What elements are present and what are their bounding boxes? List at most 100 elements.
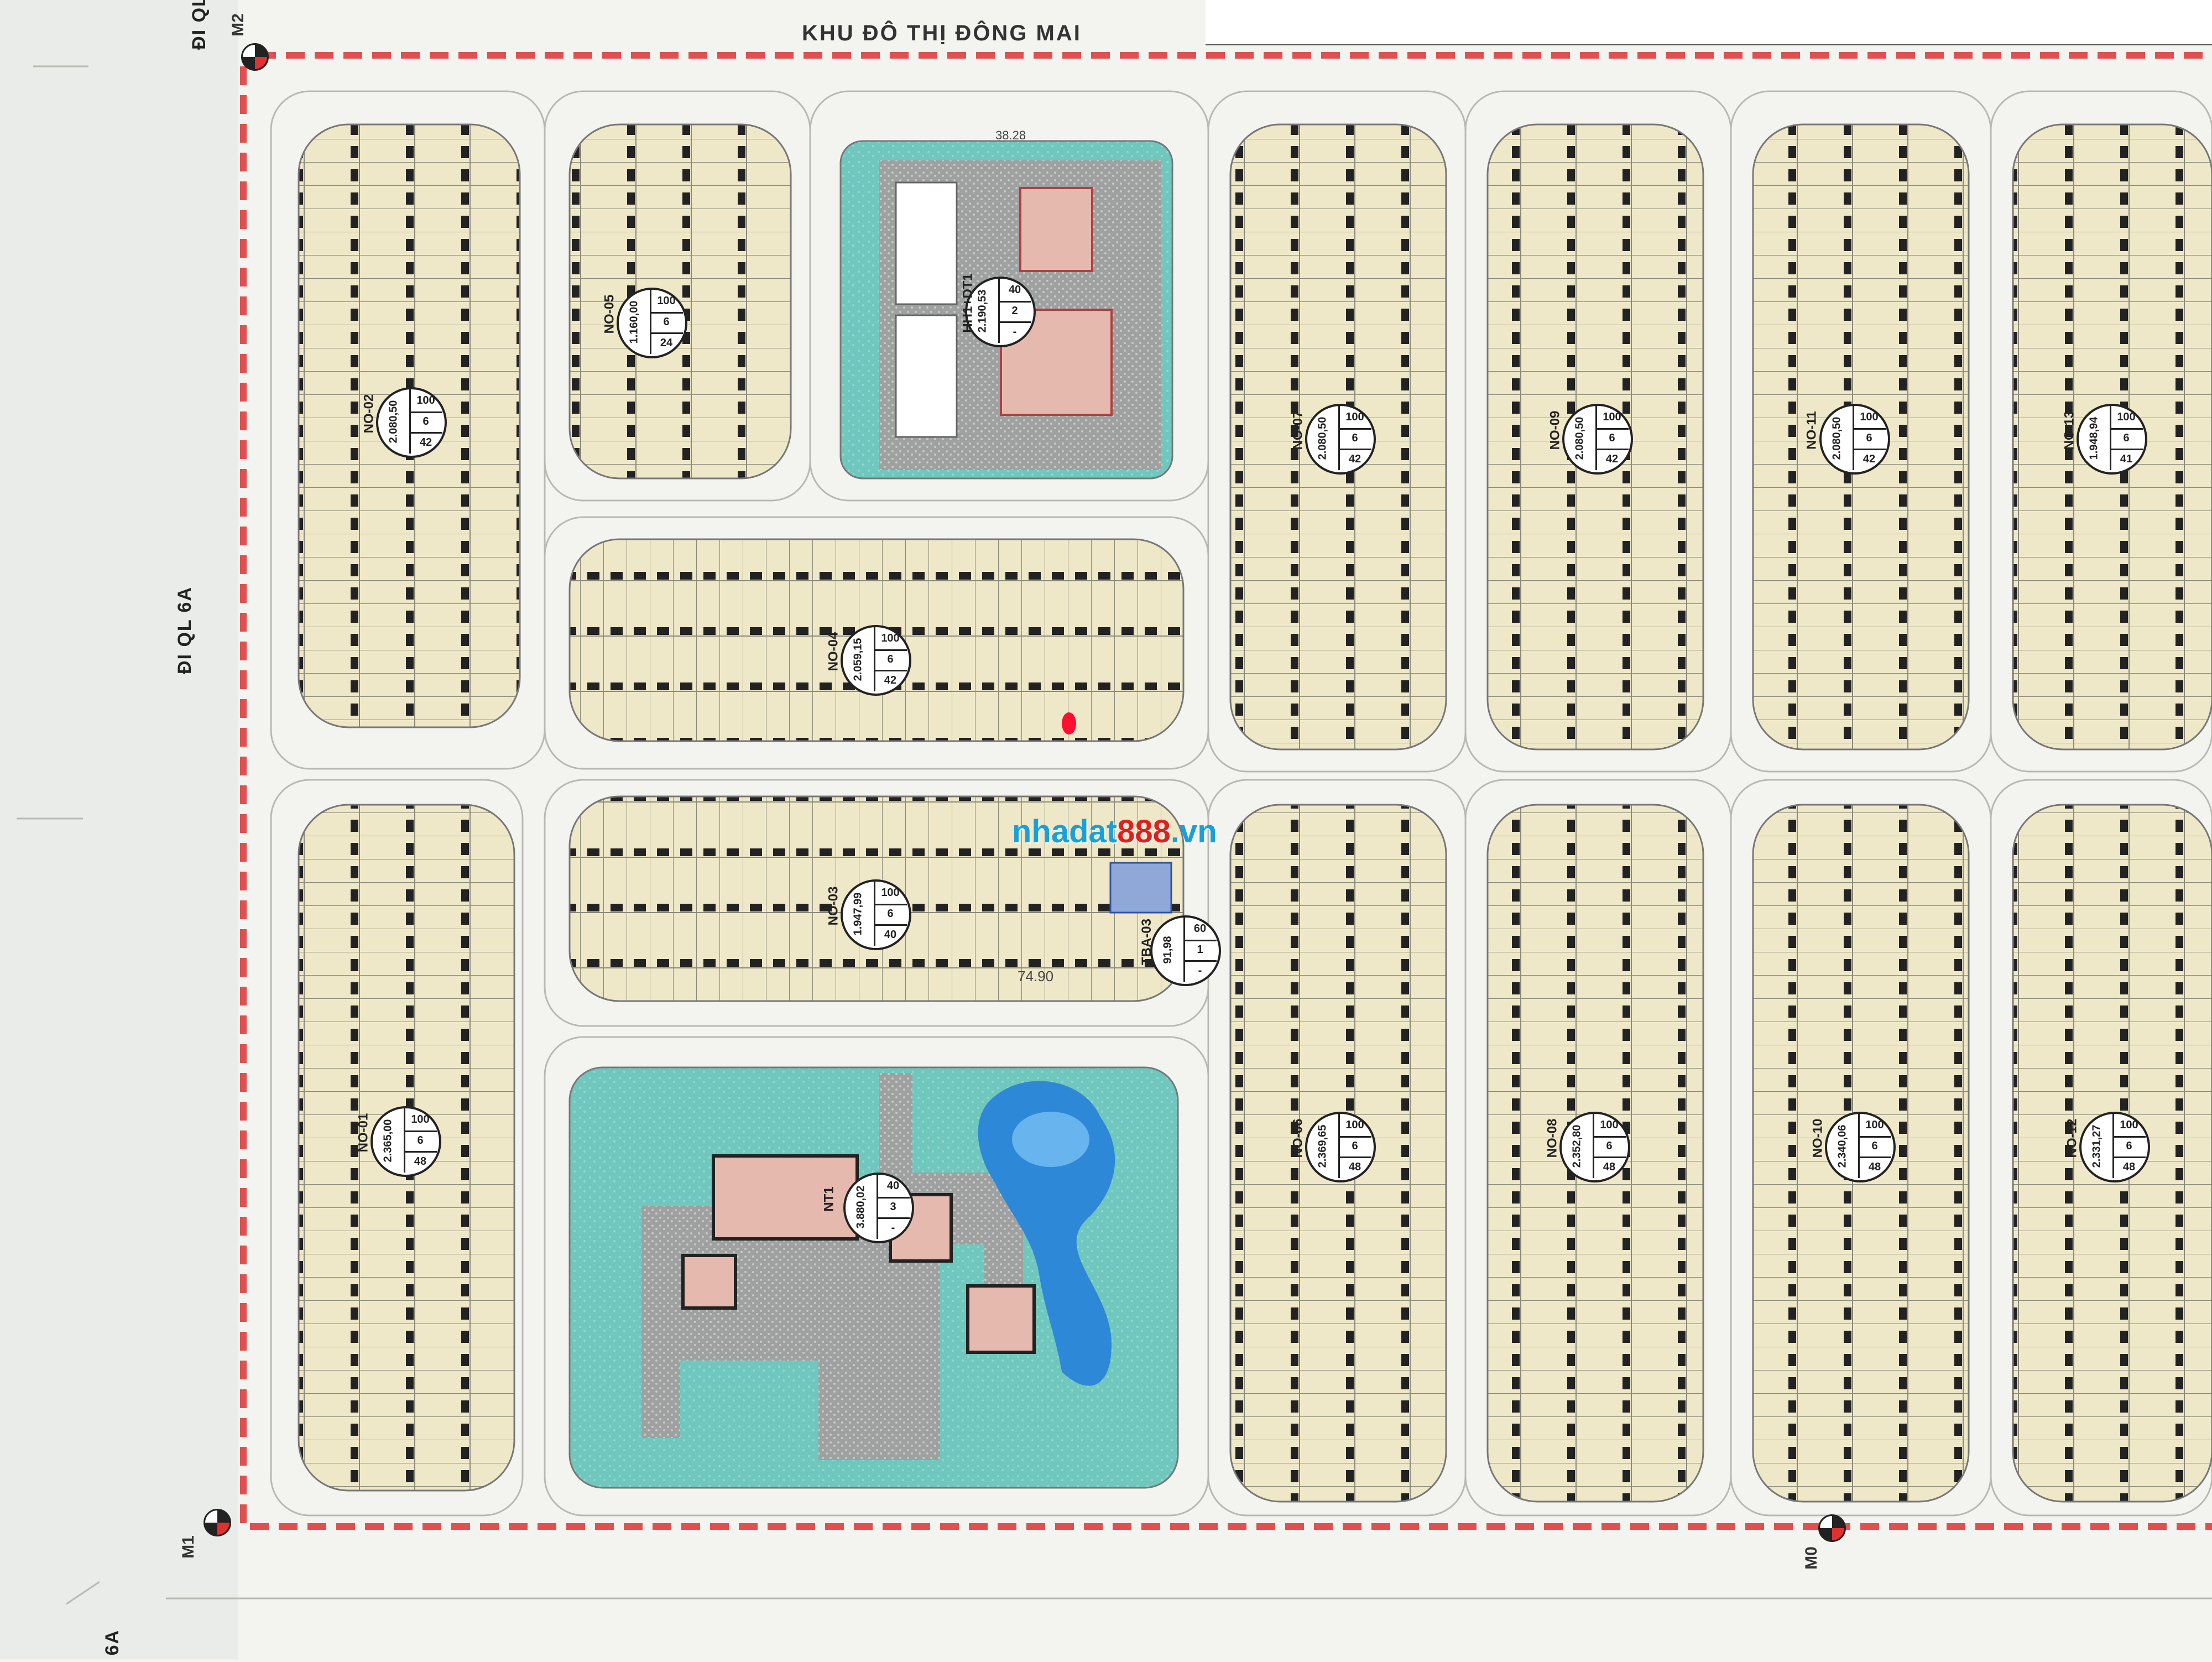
badge-pct: 100: [1595, 406, 1629, 430]
badge-code: NO-10: [1810, 1118, 1825, 1158]
lot-table-strip: [1206, 0, 2212, 45]
badge-area: 1.948,94: [2088, 416, 2100, 460]
road-label-top: ĐI QL: [188, 0, 210, 50]
badge-area: 2.340,06: [1836, 1124, 1849, 1168]
badge-code: NO-11: [1804, 411, 1819, 450]
badge-lots: -: [1013, 326, 1017, 338]
badge-floors: 6: [874, 904, 907, 926]
badge-area: 2.080,50: [1573, 416, 1586, 460]
badge-code: TBA-03: [1139, 918, 1155, 966]
badge-lots: 48: [1868, 1161, 1881, 1173]
badge-floors: 6: [404, 1130, 437, 1153]
badge-floors: 6: [1595, 428, 1629, 450]
badge-lots: 42: [1605, 453, 1619, 465]
badge-pct: 40: [877, 1175, 910, 1199]
badge-lots: -: [1198, 965, 1202, 977]
badge-code: NO-05: [602, 294, 617, 334]
badge-lots: 42: [419, 436, 432, 449]
badge-lots: 42: [1348, 453, 1361, 465]
badge-area: 3.880,02: [854, 1185, 867, 1228]
badge-area: 2.080,50: [1316, 416, 1329, 460]
badge-pct: 100: [409, 389, 442, 413]
badge-pct: 100: [1338, 406, 1371, 430]
badge-pct: 60: [1183, 918, 1217, 941]
badge-lots: 41: [2120, 453, 2133, 465]
badge-lots: 42: [884, 674, 897, 686]
badge-pct: 100: [1338, 1114, 1371, 1138]
location-marker: [1062, 712, 1076, 734]
badge-lots: 24: [660, 337, 673, 349]
badge-pct: 100: [2112, 1114, 2146, 1138]
nt1-width-dim: 74.90: [1018, 968, 1054, 984]
corner-label-m1: M1: [179, 1535, 197, 1559]
road-label-left: ĐI QL 6A: [174, 586, 195, 674]
badge-floors: 1: [1183, 940, 1217, 962]
badge-area: 1.160,00: [628, 300, 640, 343]
badge-pct: 100: [650, 290, 683, 314]
badge-code: NT1: [821, 1186, 837, 1212]
badge-floors: 6: [874, 649, 907, 671]
badge-code: HH1+DT1: [960, 273, 975, 333]
badge-code: NO-06: [1290, 1118, 1306, 1158]
badge-pct: 40: [998, 279, 1031, 303]
badge-floors: 6: [1858, 1136, 1891, 1158]
badge-lots: 42: [1863, 453, 1876, 465]
badge-code: NO-01: [356, 1113, 371, 1153]
road-label-bottom: 6A: [102, 1629, 123, 1656]
badge-pct: 100: [874, 882, 907, 905]
badge-pct: 100: [1853, 406, 1886, 430]
badge-area: 1.947,99: [852, 892, 864, 935]
badge-area: 2.365,00: [382, 1119, 394, 1162]
corner-marker-m0: [1818, 1514, 1846, 1542]
badge-area: 2.059,15: [852, 638, 864, 681]
badge-code: NO-12: [2064, 1118, 2080, 1158]
badge-lots: 40: [884, 929, 897, 941]
badge-area: 2.369,65: [1316, 1124, 1329, 1168]
map-title: KHU ĐÔ THỊ ĐÔNG MAI: [802, 21, 1082, 45]
badge-lots: 48: [2122, 1161, 2136, 1173]
badge-floors: 6: [409, 411, 442, 434]
badge-floors: 6: [1593, 1136, 1626, 1158]
corner-label-m0: M0: [1802, 1546, 1820, 1570]
badge-pct: 100: [1858, 1114, 1891, 1138]
corner-marker-m2: [241, 43, 269, 71]
badge-code: NO-08: [1545, 1118, 1560, 1158]
badge-lots: 48: [1603, 1161, 1616, 1173]
badge-lots: 48: [1348, 1161, 1361, 1173]
badge-pct: 100: [874, 627, 907, 651]
badge-area: 2.080,50: [1830, 416, 1843, 460]
watermark: nhadat888.vn: [1012, 814, 1217, 850]
badge-code: NO-07: [1290, 410, 1306, 450]
badge-lots: -: [891, 1222, 895, 1234]
badge-pct: 100: [404, 1108, 437, 1132]
badge-floors: 6: [1338, 428, 1371, 450]
badge-floors: 3: [877, 1197, 910, 1219]
badge-code: NO-03: [826, 886, 841, 926]
corner-marker-m1: [204, 1509, 231, 1536]
badge-floors: 6: [2112, 1136, 2146, 1158]
badge-floors: 6: [2110, 428, 2143, 450]
badge-code: NO-04: [826, 632, 841, 671]
badge-area: 2.190,53: [976, 289, 989, 332]
badge-floors: 2: [998, 301, 1031, 323]
badge-area: 2.331,27: [2090, 1124, 2103, 1168]
badge-area: 2.080,50: [387, 400, 400, 443]
badge-lots: 48: [414, 1155, 427, 1168]
